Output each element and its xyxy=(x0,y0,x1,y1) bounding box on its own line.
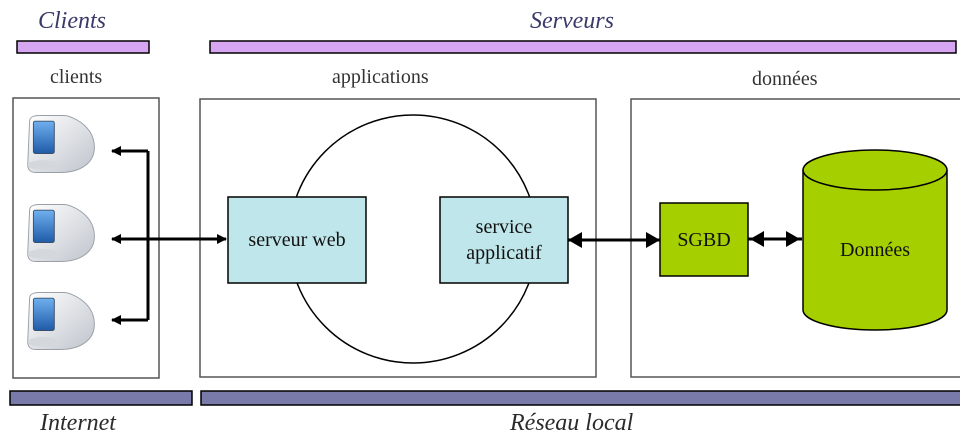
database-label: Données xyxy=(840,239,910,261)
dbms-to-database-right-arrowhead xyxy=(786,231,800,247)
web-server-label: serveur web xyxy=(248,229,346,251)
local-network-bar xyxy=(200,390,960,406)
clients-top-bar xyxy=(16,40,150,54)
clients-tier-title: Clients xyxy=(38,8,107,34)
database-cylinder-top xyxy=(802,149,948,191)
dbms-to-database-left-arrowhead xyxy=(750,231,764,247)
internet-bar xyxy=(9,390,193,406)
dbms-box xyxy=(659,202,749,277)
servers-tier-title: Serveurs xyxy=(530,8,614,34)
applications-column-title: applications xyxy=(332,66,429,88)
app-service-label-line2: applicatif xyxy=(466,242,542,264)
dbms-label: SGBD xyxy=(677,229,731,251)
app-to-dbms-left-arrowhead xyxy=(568,232,582,248)
web-server-box xyxy=(227,196,367,284)
servers-top-bar xyxy=(209,40,957,54)
clients-column-title: clients xyxy=(50,66,103,88)
app-service-box xyxy=(439,196,569,284)
donnees-column-title: données xyxy=(752,68,818,90)
app-to-dbms-right-arrowhead xyxy=(646,232,660,248)
app-service-label-line1: service xyxy=(475,216,533,238)
internet-label: Internet xyxy=(40,410,116,436)
database-cylinder-body xyxy=(802,170,948,331)
local-network-label: Réseau local xyxy=(510,410,634,436)
